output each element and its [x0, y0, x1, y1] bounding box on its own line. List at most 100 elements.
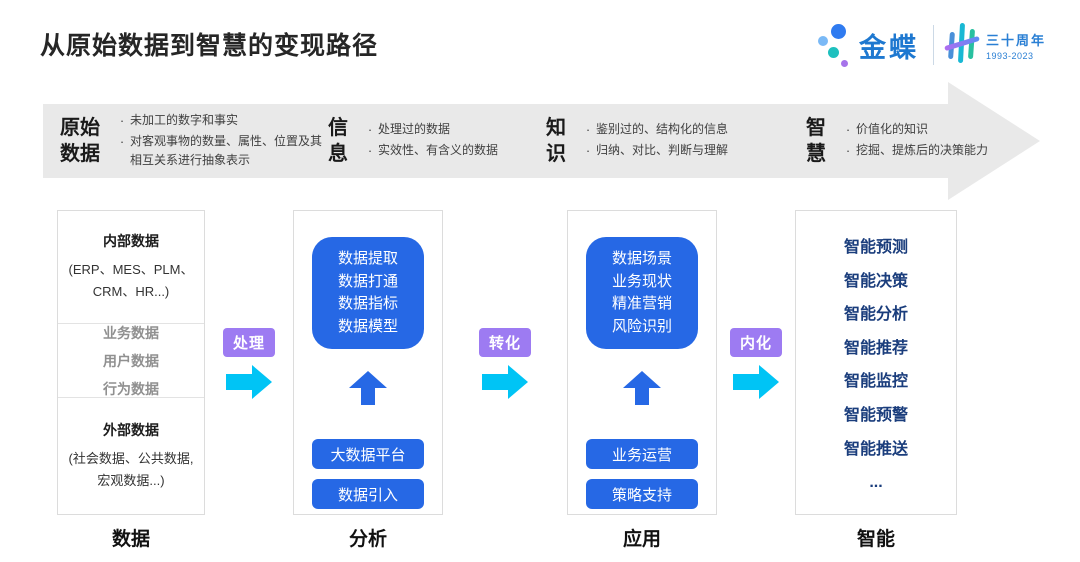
data-type-item: 行为数据: [103, 380, 159, 397]
middle-data-section: 业务数据 用户数据 行为数据: [58, 323, 204, 398]
stage-label-line: 慧: [806, 143, 826, 165]
bubble-line: 数据场景: [611, 250, 672, 267]
intelligence-item: 智能监控: [843, 373, 908, 391]
bullet-dot-icon: ·: [119, 113, 125, 129]
flow-internalize: 内化: [722, 328, 790, 399]
bubble-line: 精准营销: [611, 295, 672, 312]
business-operation-button[interactable]: 业务运营: [586, 439, 698, 469]
stage-bullet: · 挖掘、提炼后的决策能力: [840, 141, 1008, 162]
stage-bullet: · 实效性、有含义的数据: [362, 141, 538, 162]
brand-name: 金蝶: [858, 32, 919, 63]
bullet-text: 价值化的知识: [856, 122, 929, 137]
flow-label: 内化: [729, 328, 782, 357]
stage-bullet: · 鉴别过的、结构化的信息: [580, 120, 772, 141]
bullet-text: 鉴别过的、结构化的信息: [596, 122, 729, 137]
bullet-dot-icon: ·: [585, 143, 591, 158]
stage-label-line: 原始: [60, 117, 100, 139]
stage-bullets: · 价值化的知识 · 挖掘、提炼后的决策能力: [840, 120, 1008, 162]
stage-label: 信 息: [328, 115, 348, 167]
bubble-line: 数据指标: [337, 295, 398, 312]
bubble-line: 数据模型: [337, 317, 398, 335]
column-title-application: 应用: [622, 529, 661, 550]
stage-bullet: · 对客观事物的数量、属性、位置及其相互关系进行抽象表示: [114, 132, 328, 170]
column-data-box: 内部数据 (ERP、MES、PLM、CRM、HR...) 业务数据 用户数据 行…: [57, 210, 205, 515]
up-arrow-icon: [349, 371, 387, 405]
column-analysis-box: 数据提取 数据打通 数据指标 数据模型 大数据平台 数据引入: [293, 210, 443, 515]
bullet-text: 对客观事物的数量、属性、位置及其相互关系进行抽象表示: [130, 134, 323, 168]
right-arrow-icon: [733, 365, 779, 399]
intelligence-item: 智能推送: [843, 440, 908, 458]
flow-process: 处理: [215, 328, 283, 399]
bubble-line: 数据打通: [337, 272, 398, 290]
section-subtitle: (社会数据、公共数据, 宏观数据...): [68, 450, 194, 488]
stage-information: 信 息 · 处理过的数据 · 实效性、有含义的数据: [328, 104, 538, 178]
column-intelligence-box: 智能预测 智能决策 智能分析 智能推荐 智能监控 智能预警 智能推送 ...: [795, 210, 957, 515]
anniversary-text: 三十周年 1993-2023: [986, 30, 1046, 61]
page-title: 从原始数据到智慧的变现路径: [40, 32, 379, 60]
anniversary-label: 三十周年: [985, 32, 1046, 48]
bullet-dot-icon: ·: [367, 143, 373, 158]
section-title: 外部数据: [103, 421, 159, 438]
stage-bullets: · 鉴别过的、结构化的信息 · 归纳、对比、判断与理解: [580, 120, 772, 162]
intelligence-item: 智能预测: [843, 239, 908, 256]
stage-label: 知 识: [546, 115, 566, 167]
flow-transform: 转化: [471, 328, 539, 399]
stage-label-line: 数据: [60, 143, 100, 165]
analysis-bubble: 数据提取 数据打通 数据指标 数据模型: [312, 237, 424, 349]
right-arrow-icon: [226, 365, 272, 399]
section-subtitle: (ERP、MES、PLM、CRM、HR...): [68, 261, 194, 299]
bullet-dot-icon: ·: [119, 134, 125, 150]
bullet-text: 未加工的数字和事实: [130, 113, 239, 128]
bullet-text: 处理过的数据: [378, 122, 451, 137]
internal-data-section: 内部数据 (ERP、MES、PLM、CRM、HR...): [58, 211, 204, 323]
application-bubble: 数据场景 业务现状 精准营销 风险识别: [586, 237, 698, 349]
intelligence-item: 智能分析: [843, 306, 908, 324]
bullet-text: 实效性、有含义的数据: [378, 143, 499, 157]
stage-raw-data: 原始 数据 · 未加工的数字和事实 · 对客观事物的数量、属性、位置及其相互关系…: [60, 104, 328, 178]
stage-bullet: · 价值化的知识: [840, 120, 1008, 141]
section-title: 内部数据: [103, 232, 159, 249]
thirty-anniversary-icon: [944, 22, 980, 68]
bullet-dot-icon: ·: [845, 122, 851, 138]
anniversary-years: 1993-2023: [985, 50, 1034, 61]
intelligence-item: 智能推荐: [843, 339, 908, 357]
bullet-text: 归纳、对比、判断与理解: [596, 143, 729, 157]
stage-label: 原始 数据: [60, 115, 100, 167]
stage-label-line: 识: [546, 143, 566, 165]
bubble-line: 风险识别: [611, 317, 672, 335]
stage-bullet: · 归纳、对比、判断与理解: [580, 141, 772, 162]
intelligence-item-ellipsis: ...: [869, 474, 883, 492]
external-data-section: 外部数据 (社会数据、公共数据, 宏观数据...): [58, 398, 204, 514]
stage-label-line: 息: [328, 143, 348, 165]
column-title-analysis: 分析: [348, 529, 387, 550]
bullet-dot-icon: ·: [845, 143, 851, 158]
bubble-text: 数据提取 数据打通 数据指标 数据模型: [338, 248, 398, 338]
stage-label-line: 信: [328, 117, 348, 139]
bullet-text: 挖掘、提炼后的决策能力: [856, 143, 989, 157]
right-arrow-icon: [482, 365, 528, 399]
stage-label-line: 知: [546, 117, 566, 139]
intelligence-list: 智能预测 智能决策 智能分析 智能推荐 智能监控 智能预警 智能推送 ...: [796, 211, 956, 500]
column-title-data: 数据: [111, 529, 150, 550]
data-type-item: 业务数据: [103, 324, 159, 341]
data-type-item: 用户数据: [103, 352, 159, 369]
strategy-support-button[interactable]: 策略支持: [586, 479, 698, 509]
big-data-platform-button[interactable]: 大数据平台: [312, 439, 424, 469]
column-title-intelligence: 智能: [856, 529, 895, 550]
stage-bullet: · 处理过的数据: [362, 120, 538, 141]
column-application-box: 数据场景 业务现状 精准营销 风险识别 业务运营 策略支持: [567, 210, 717, 515]
logo-dots-icon: [817, 22, 853, 68]
bullet-dot-icon: ·: [367, 122, 373, 138]
bullet-dot-icon: ·: [585, 122, 591, 138]
bubble-line: 业务现状: [611, 272, 672, 290]
banner-arrow-head-icon: [948, 82, 1040, 200]
stage-bullet: · 未加工的数字和事实: [114, 111, 328, 132]
flow-label: 转化: [478, 328, 531, 357]
data-ingestion-button[interactable]: 数据引入: [312, 479, 424, 509]
kingdee-logo: 金蝶 三十周年 1993-2023: [817, 22, 1046, 68]
intelligence-item: 智能预警: [843, 406, 908, 424]
up-arrow-icon: [623, 371, 661, 405]
stage-bullets: · 处理过的数据 · 实效性、有含义的数据: [362, 120, 538, 162]
banner-arrow-body: [43, 104, 948, 178]
